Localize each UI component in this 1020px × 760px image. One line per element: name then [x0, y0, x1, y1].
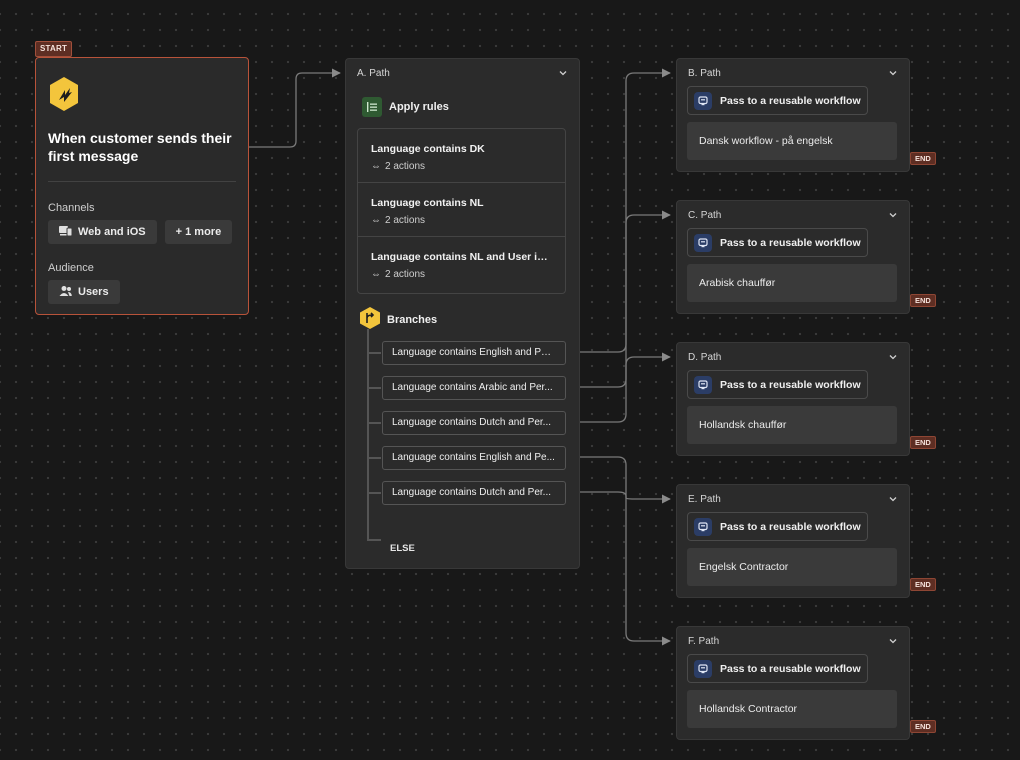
audience-row: Users [48, 280, 236, 304]
end-tag: END [910, 294, 936, 307]
connector-branch4-to-f [565, 456, 671, 646]
branch-stub [367, 492, 381, 494]
branches-icon [359, 306, 381, 333]
branch-stub [367, 422, 381, 424]
branches-row[interactable]: Branches [359, 306, 437, 333]
path-header: C. Path [688, 210, 722, 221]
start-tag: START [35, 41, 73, 57]
path-card-c[interactable]: C. Path Pass to a reusable workflow Arab… [676, 200, 910, 314]
else-label: ELSE [390, 543, 415, 554]
branch-stub [367, 539, 381, 541]
end-tag: END [910, 152, 936, 165]
path-card-d[interactable]: D. Path Pass to a reusable workflow Holl… [676, 342, 910, 456]
users-icon [59, 285, 72, 300]
reusable-workflow-button[interactable]: Pass to a reusable workflow [687, 228, 868, 257]
trigger-divider [48, 181, 236, 182]
workflow-name[interactable]: Hollandsk Contractor [687, 690, 897, 728]
branch-stub [367, 457, 381, 459]
workflow-icon [694, 91, 712, 110]
reusable-workflow-label: Pass to a reusable workflow [720, 662, 861, 675]
workflow-icon [694, 375, 712, 394]
rule-item[interactable]: Language contains DK ⇔ 2 actions [358, 129, 565, 183]
branch-stub [367, 352, 381, 354]
end-tag: END [910, 578, 936, 591]
bolt-icon [48, 76, 236, 117]
trigger-card[interactable]: When customer sends their first message … [35, 57, 249, 315]
channel-chip-label: Web and iOS [78, 226, 146, 238]
rule-actions-count: 2 actions [385, 215, 426, 226]
workflow-name[interactable]: Engelsk Contractor [687, 548, 897, 586]
branch-item[interactable]: Language contains Arabic and Per... [382, 376, 566, 400]
rule-actions-count: 2 actions [385, 161, 426, 172]
rules-list-icon [362, 97, 382, 117]
rule-actions-count: 2 actions [385, 269, 426, 280]
audience-chip-label: Users [78, 286, 109, 298]
reusable-workflow-button[interactable]: Pass to a reusable workflow [687, 654, 868, 683]
audience-chip-users[interactable]: Users [48, 280, 120, 304]
path-header: F. Path [688, 636, 720, 647]
swap-arrows-icon: ⇔ [371, 215, 381, 226]
rule-title: Language contains NL [371, 197, 484, 209]
swap-arrows-icon: ⇔ [371, 269, 381, 280]
path-card-e[interactable]: E. Path Pass to a reusable workflow Enge… [676, 484, 910, 598]
rule-title: Language contains DK [371, 143, 485, 155]
reusable-workflow-button[interactable]: Pass to a reusable workflow [687, 370, 868, 399]
rule-actions: ⇔ 2 actions [371, 161, 553, 172]
branch-item[interactable]: Language contains Dutch and Per... [382, 481, 566, 505]
apply-rules-row[interactable]: Apply rules [362, 97, 449, 117]
rule-actions: ⇔ 2 actions [371, 269, 553, 280]
channels-label: Channels [48, 202, 95, 214]
end-tag: END [910, 436, 936, 449]
workflow-icon [694, 517, 712, 536]
path-header: E. Path [688, 494, 721, 505]
audience-label: Audience [48, 262, 94, 274]
path-card-b[interactable]: B. Path Pass to a reusable workflow Dans… [676, 58, 910, 172]
swap-arrows-icon: ⇔ [371, 161, 381, 172]
rule-item[interactable]: Language contains NL and User id c... ⇔ … [358, 237, 565, 291]
connector-start-to-a [249, 68, 341, 148]
devices-icon [59, 225, 73, 240]
path-header: D. Path [688, 352, 722, 363]
end-tag: END [910, 720, 936, 733]
branches-label: Branches [387, 313, 438, 326]
rule-title: Language contains NL and User id c... [371, 251, 553, 263]
workflow-icon [694, 659, 712, 678]
rule-item[interactable]: Language contains NL ⇔ 2 actions [358, 183, 565, 237]
branch-stub [367, 387, 381, 389]
trigger-title: When customer sends their first message [48, 130, 232, 164]
reusable-workflow-label: Pass to a reusable workflow [720, 236, 861, 249]
rules-list: Language contains DK ⇔ 2 actions Languag… [357, 128, 566, 294]
apply-rules-label: Apply rules [389, 101, 449, 113]
branch-tree-line [367, 329, 369, 541]
branch-item[interactable]: Language contains Dutch and Per... [382, 411, 566, 435]
workflow-name[interactable]: Dansk workflow - på engelsk [687, 122, 897, 160]
reusable-workflow-label: Pass to a reusable workflow [720, 94, 861, 107]
path-header: A. Path [357, 68, 390, 79]
connector-branch5-to-e [565, 491, 671, 504]
path-card-a[interactable]: A. Path Apply rules Language contains DK… [345, 58, 580, 569]
reusable-workflow-button[interactable]: Pass to a reusable workflow [687, 512, 868, 541]
branch-item[interactable]: Language contains English and Pe... [382, 446, 566, 470]
workflow-icon [694, 233, 712, 252]
reusable-workflow-label: Pass to a reusable workflow [720, 520, 861, 533]
reusable-workflow-label: Pass to a reusable workflow [720, 378, 861, 391]
workflow-name[interactable]: Hollandsk chauffør [687, 406, 897, 444]
branch-item[interactable]: Language contains English and Per... [382, 341, 566, 365]
workflow-name[interactable]: Arabisk chauffør [687, 264, 897, 302]
channel-more-chip[interactable]: + 1 more [164, 220, 233, 244]
path-header: B. Path [688, 68, 721, 79]
channels-row: Web and iOS + 1 more [48, 220, 236, 244]
rule-actions: ⇔ 2 actions [371, 215, 553, 226]
connector-branch1-to-b [565, 68, 671, 353]
connector-branch2-to-d [565, 352, 671, 388]
reusable-workflow-button[interactable]: Pass to a reusable workflow [687, 86, 868, 115]
channel-chip-web-ios[interactable]: Web and iOS [48, 220, 157, 244]
connector-branch3-to-c [565, 210, 671, 423]
path-card-f[interactable]: F. Path Pass to a reusable workflow Holl… [676, 626, 910, 740]
